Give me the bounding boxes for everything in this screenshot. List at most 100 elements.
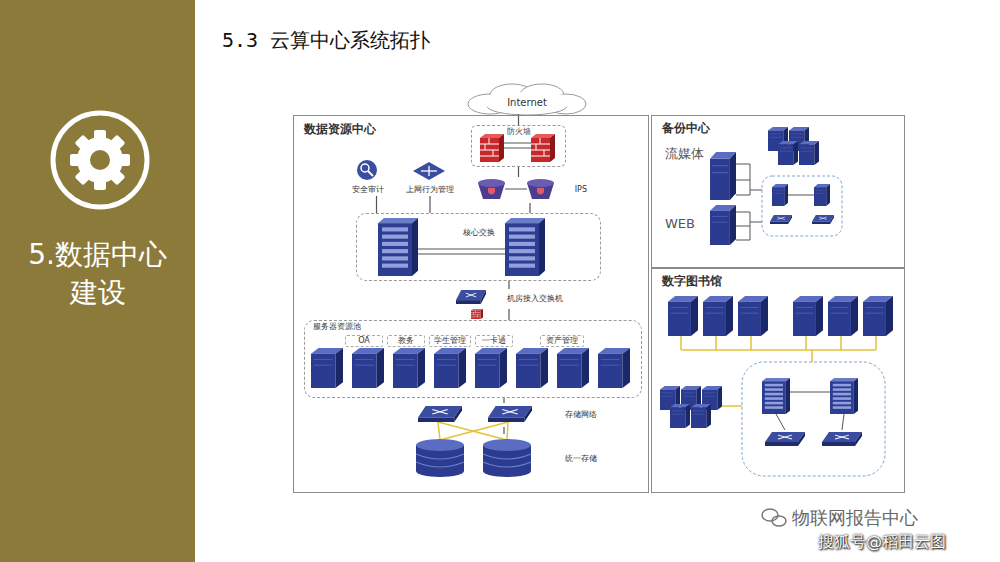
heading-text: 数字图书馆 [662, 274, 722, 288]
tag-box: 一卡通 [475, 335, 513, 347]
node-label: 防火墙 [507, 127, 531, 137]
drawing-part [670, 404, 690, 428]
drawing-part [762, 509, 778, 521]
device-node: 机房接入交换机 [453, 289, 565, 309]
node-label: 服务器资源池 [313, 322, 361, 332]
device-node: IPS [471, 177, 589, 203]
drawing-part [503, 143, 532, 144]
library-servers [668, 296, 893, 336]
drawing-part [53, 113, 147, 207]
drawing-part [418, 253, 505, 254]
web-server [710, 205, 736, 245]
library-cluster [660, 386, 722, 428]
media-server [710, 152, 736, 200]
drawing-part [776, 414, 785, 430]
panel: 数据资源中心防火墙安全审计上网行为管理IPS核心交换机房接入交换机服务器资源池O… [293, 115, 649, 493]
node-label: OA [358, 336, 370, 346]
firewall-pair [480, 134, 555, 162]
drawing-part [736, 195, 750, 196]
drawing-part [75, 135, 126, 186]
drawing-part [691, 404, 711, 428]
drawing-part [90, 150, 110, 170]
connector-line [508, 281, 509, 289]
library-core [762, 378, 862, 446]
drawing-part [77, 137, 123, 183]
drawing-part [750, 212, 751, 240]
drawing-part [475, 348, 507, 388]
drawing-part [413, 162, 445, 180]
drawing-part [680, 336, 682, 350]
drawing-part [598, 348, 630, 388]
drawing-part [557, 348, 589, 388]
watermark: 物联网报告中心 [792, 506, 918, 530]
sidebar-ground [0, 0, 195, 562]
drawing-part [428, 166, 429, 176]
server-row [311, 348, 630, 388]
tag-box: 学生管理 [429, 335, 471, 347]
drawing-part [681, 349, 876, 351]
watermark: 搜狐号@稻田云图 [818, 532, 946, 553]
drawing-part [440, 422, 508, 440]
node-label: 机房接入交换机 [507, 294, 563, 304]
drawing-part [531, 134, 555, 162]
node-label: 流媒体 [665, 146, 704, 162]
drawing-part [703, 296, 733, 336]
wechat-icon [762, 509, 786, 526]
connector-line [376, 196, 377, 213]
drawing-part [378, 218, 418, 276]
connector-line [429, 196, 430, 213]
node-label: IPS [575, 185, 587, 195]
firewall-group: 防火墙 [471, 125, 566, 167]
library-zone [742, 362, 885, 476]
access-switch [456, 290, 486, 304]
drawing-part [805, 336, 807, 350]
drawing-part [840, 336, 842, 350]
drawing-part [750, 190, 762, 191]
heading-text: 5.数据中心 建设 [20, 236, 175, 312]
drawing-part [828, 296, 858, 336]
panel: 数字图书馆 [651, 268, 905, 493]
ips-devices [478, 179, 554, 199]
device-node: 安全审计 [339, 158, 397, 196]
drawing-part [503, 148, 532, 149]
drawing-part [736, 180, 750, 181]
node-label: 资产管理 [546, 336, 578, 346]
drawing-part [311, 348, 343, 388]
drawing-part [738, 296, 768, 336]
service-node: WEB [665, 214, 709, 234]
drawing-part [715, 336, 717, 350]
connector-line [518, 167, 519, 177]
drawing-part [722, 405, 742, 407]
node-label: 统一存储 [565, 454, 597, 464]
device-node: 上网行为管理 [397, 158, 463, 196]
drawing-part [772, 516, 786, 526]
drawing-part [842, 414, 844, 430]
drawing-part [830, 378, 858, 414]
audit-icon [357, 160, 377, 180]
drawing-part [778, 141, 798, 165]
drawing-part [357, 160, 377, 180]
gear-icon [53, 113, 147, 207]
drawing-part [516, 348, 548, 388]
drawing-part [772, 184, 788, 206]
core-cabinets [378, 218, 545, 276]
drawing-part [736, 240, 750, 241]
drawing-part [361, 164, 369, 172]
node-label: 教务 [398, 336, 414, 346]
drawing-part [812, 215, 834, 224]
drawing-part [438, 422, 440, 440]
drawing-part [75, 135, 126, 186]
node-label: 学生管理 [434, 336, 466, 346]
node-label: 核心交换 [463, 228, 495, 238]
backup-cluster [768, 127, 819, 165]
sidebar-band: 5.数据中心 建设 [0, 0, 195, 562]
drawing-part [762, 378, 790, 414]
storage-switch [418, 406, 462, 422]
drawing-part [814, 184, 830, 206]
drawing-part [799, 141, 819, 165]
drawing-part [770, 215, 792, 224]
drawing-part [736, 164, 750, 165]
